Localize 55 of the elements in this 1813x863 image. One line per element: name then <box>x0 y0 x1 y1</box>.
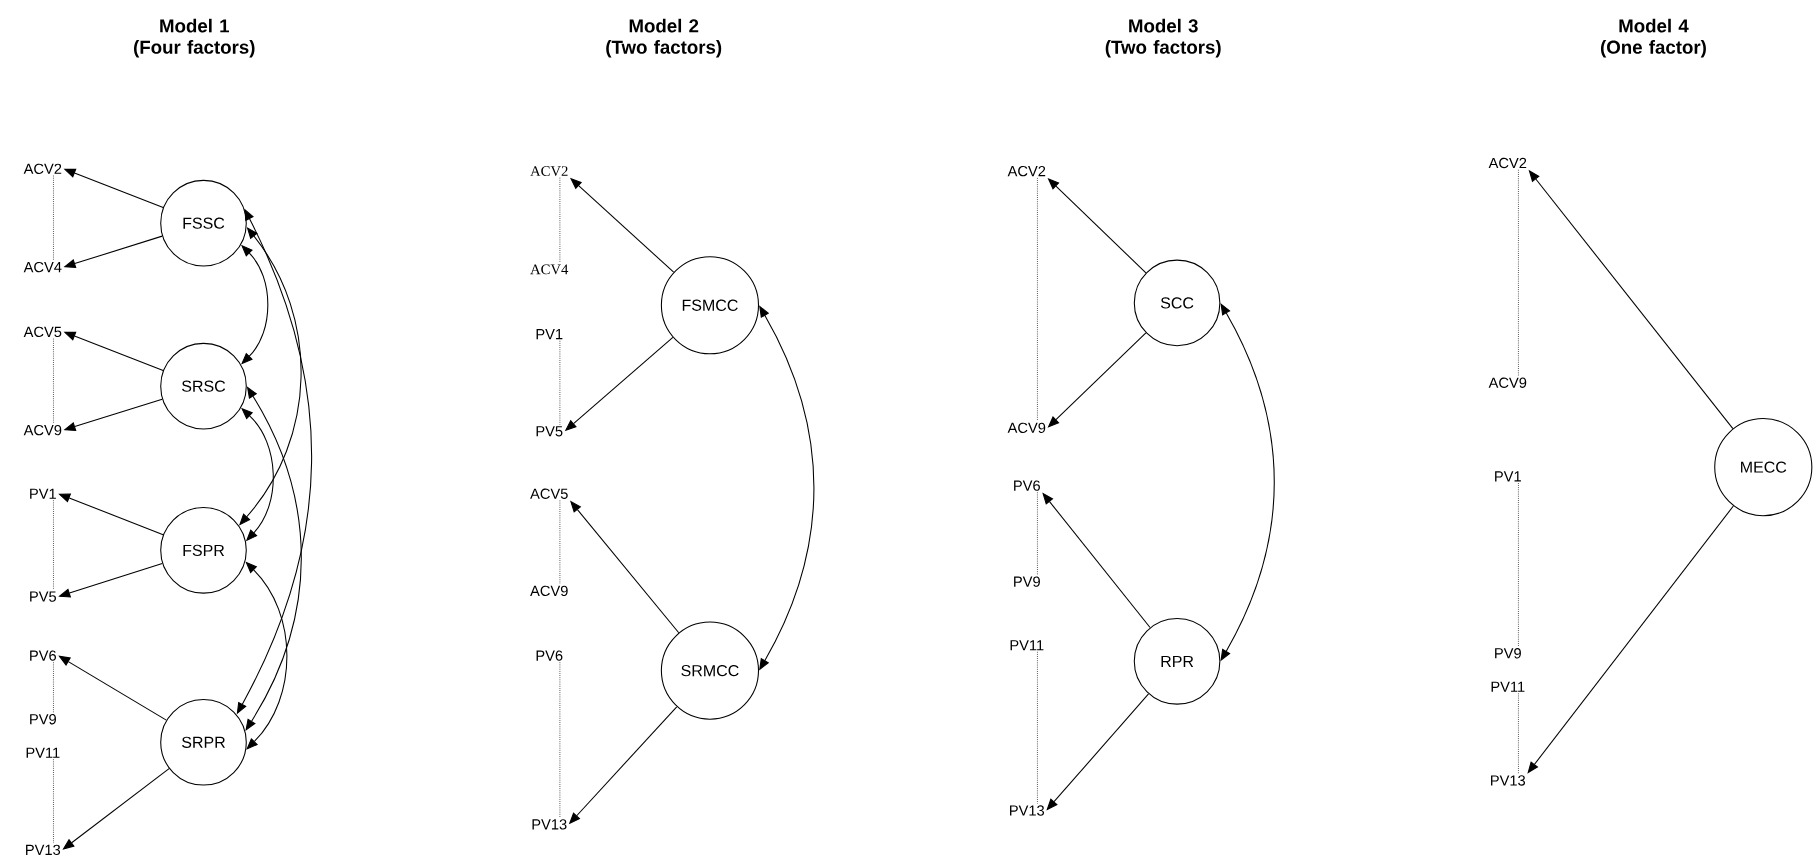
model-title: Model 2 (Two factors) <box>606 19 722 58</box>
model-title: Model 4 (One factor) <box>1600 19 1706 58</box>
range-line <box>1037 492 1038 576</box>
range-line <box>559 662 561 819</box>
indicator-label: ACV4 <box>530 264 569 275</box>
indicator-label: PV1 <box>536 329 563 340</box>
range-line <box>559 500 561 585</box>
arrow <box>1528 170 1734 430</box>
indicator-label: PV11 <box>1491 682 1525 693</box>
indicator-label: PV6 <box>536 650 563 661</box>
indicator-label: PV11 <box>26 747 60 758</box>
range-line <box>559 177 561 264</box>
indicator-label: PV13 <box>26 844 61 856</box>
range-line <box>53 759 54 844</box>
range-line <box>1518 693 1519 775</box>
indicator-label: PV6 <box>30 650 56 661</box>
arrow <box>1046 693 1150 811</box>
indicator-label: ACV9 <box>23 425 62 436</box>
indicator-label: PV9 <box>1014 576 1040 587</box>
arrow <box>1527 505 1734 774</box>
range-line <box>1518 169 1519 377</box>
indicator-label: PV6 <box>1014 480 1040 492</box>
indicator-label: PV1 <box>30 488 56 499</box>
indicator-label: ACV5 <box>23 326 62 338</box>
indicator-label: ACV9 <box>530 585 568 597</box>
range-line <box>53 662 54 713</box>
indicator-label: PV11 <box>1010 640 1044 651</box>
indicator-label: ACV4 <box>23 262 62 273</box>
indicator-label: ACV2 <box>23 163 62 175</box>
indicator-label: ACV2 <box>1488 158 1527 169</box>
indicator-label: PV1 <box>1495 471 1521 482</box>
indicator-label: ACV2 <box>530 166 568 177</box>
indicator-label: PV9 <box>30 714 56 725</box>
indicator-label: PV13 <box>1491 775 1526 786</box>
range-line <box>53 175 54 261</box>
range-line <box>1037 177 1038 422</box>
range-line <box>1037 651 1038 805</box>
range-line <box>53 338 54 424</box>
range-line <box>1518 482 1519 648</box>
model-title: Model 3 (Two factors) <box>1105 19 1221 58</box>
indicator-label: PV13 <box>532 819 567 830</box>
range-line <box>53 500 54 591</box>
indicator-label: ACV5 <box>530 488 568 500</box>
indicator-label: ACV9 <box>1488 377 1527 389</box>
arrow <box>241 245 269 365</box>
indicator-label: PV13 <box>1010 805 1045 816</box>
indicator-label: ACV2 <box>1007 166 1046 177</box>
indicator-label: ACV9 <box>1007 422 1046 434</box>
arrow <box>241 408 274 542</box>
indicator-label: PV5 <box>536 426 563 437</box>
indicator-label: PV5 <box>30 591 57 602</box>
arrow <box>239 227 302 526</box>
model-title: Model 1 (Four factors) <box>134 19 255 58</box>
range-line <box>559 340 561 426</box>
indicator-label: PV9 <box>1495 648 1521 659</box>
